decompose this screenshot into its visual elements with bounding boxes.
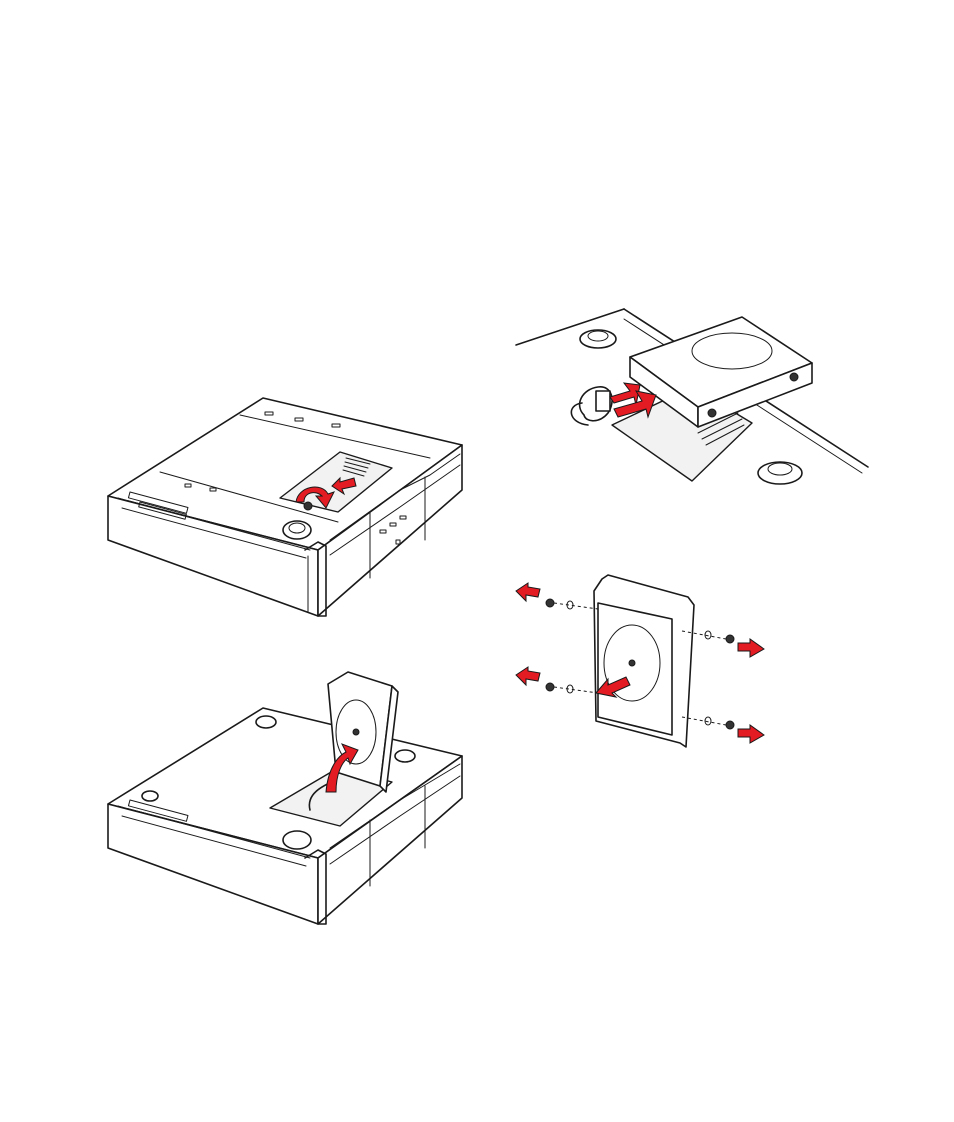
drive-screws-removal-illustration xyxy=(512,575,772,750)
figure-remove-screws xyxy=(512,575,772,750)
rubber-foot xyxy=(283,831,311,849)
screw-out-arrow-icon-3 xyxy=(738,639,764,657)
screw-out-arrow-icon-2 xyxy=(516,667,540,685)
rubber-foot xyxy=(142,791,158,801)
pull-arrow-icon xyxy=(610,383,640,405)
screw-out-arrow-icon-4 xyxy=(738,725,764,743)
rubber-foot xyxy=(283,521,311,539)
drive-lift-illustration xyxy=(100,668,470,933)
screw-group-left xyxy=(546,599,598,693)
computer-bottom-panel-illustration xyxy=(100,390,470,625)
figure-lift-drive xyxy=(100,668,470,933)
rubber-foot xyxy=(395,750,415,762)
thumbscrew xyxy=(304,502,312,510)
drive-cable-disconnect-illustration xyxy=(512,305,872,495)
screw-out-arrow-icon xyxy=(516,583,540,601)
figure-open-access-panel xyxy=(100,390,470,625)
rubber-foot xyxy=(256,716,276,728)
hard-drive xyxy=(598,603,672,735)
rubber-foot xyxy=(580,330,616,348)
rubber-foot xyxy=(758,462,802,484)
figure-disconnect-drive xyxy=(512,305,872,495)
